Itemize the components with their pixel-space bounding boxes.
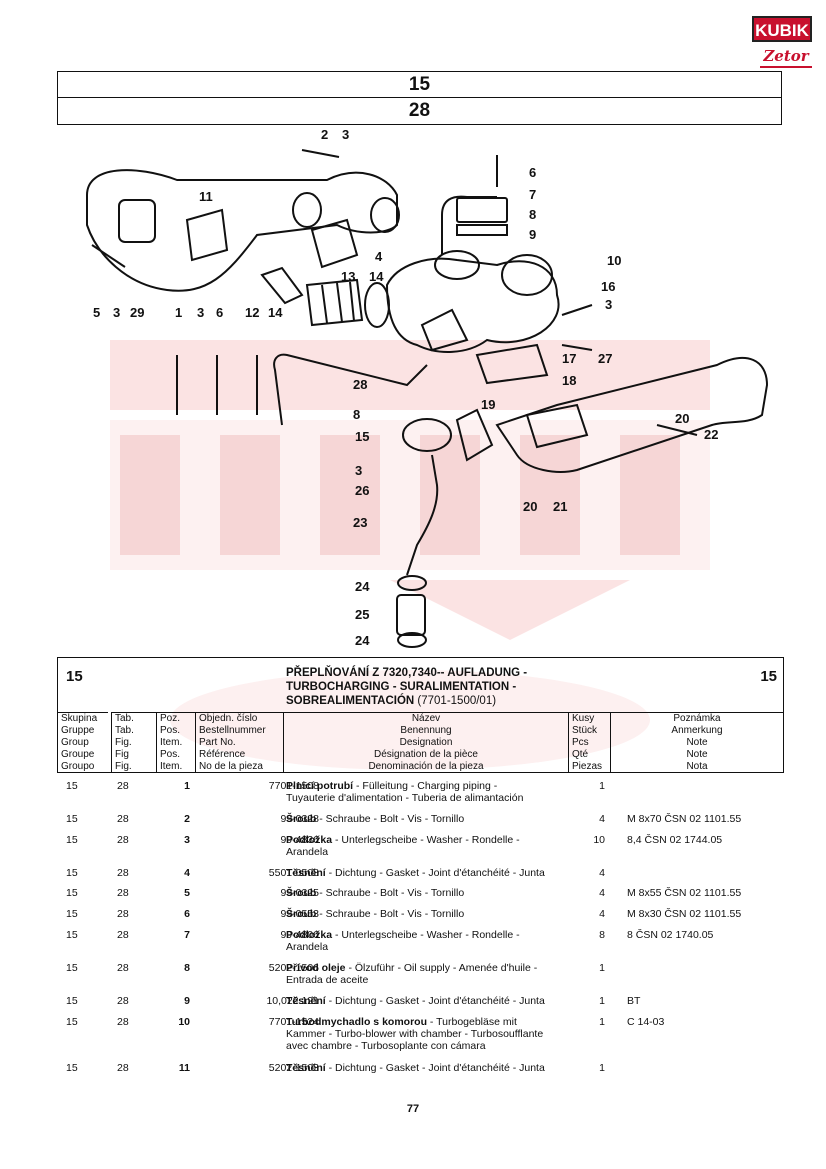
parts-table-header: 15 15 PŘEPLŇOVÁNÍ Z 7320,7340-- AUFLADUN… xyxy=(57,657,784,773)
page-number: 77 xyxy=(406,1103,420,1115)
callout-16: 16 xyxy=(601,279,615,294)
callout-5: 5 xyxy=(93,305,100,320)
callout-7: 7 xyxy=(529,187,536,202)
callout-19: 19 xyxy=(481,397,495,412)
callout-22: 22 xyxy=(704,427,718,442)
callout-9: 9 xyxy=(529,227,536,242)
exploded-parts-diagram: 2 3 6 7 8 9 11 4 10 13 14 16 3 5 3 29 1 … xyxy=(86,127,769,648)
col-poz: Poz.Pos.Item.Pos.Item. xyxy=(156,712,195,772)
callout-4: 4 xyxy=(375,249,383,264)
header-box: 15 28 xyxy=(57,71,782,125)
brand-logo: KUBIK Zetor xyxy=(752,10,814,76)
callout-26: 26 xyxy=(355,483,369,498)
callout-6: 6 xyxy=(529,165,536,180)
callout-24b: 24 xyxy=(355,633,370,648)
callout-17: 17 xyxy=(562,351,576,366)
callout-10: 10 xyxy=(607,253,621,268)
callout-14: 14 xyxy=(369,269,384,284)
callout-15: 15 xyxy=(355,429,369,444)
callout-21: 21 xyxy=(553,499,567,514)
callout-3c: 3 xyxy=(113,305,120,320)
callout-27: 27 xyxy=(598,351,612,366)
callout-3e: 3 xyxy=(355,463,362,478)
callout-28: 28 xyxy=(353,377,367,392)
figure-number: 28 xyxy=(408,100,431,121)
table-group-left: 15 xyxy=(66,668,83,685)
callout-20b: 20 xyxy=(523,499,537,514)
callout-8b: 8 xyxy=(353,407,360,422)
callout-29: 29 xyxy=(130,305,144,320)
callout-14b: 14 xyxy=(268,305,283,320)
callout-1: 1 xyxy=(175,305,182,320)
callout-2: 2 xyxy=(321,127,328,142)
callout-24: 24 xyxy=(355,579,370,594)
table-title: PŘEPLŇOVÁNÍ Z 7320,7340-- AUFLADUNG - TU… xyxy=(286,667,528,707)
logo-zetor: Zetor xyxy=(760,46,812,68)
callout-3: 3 xyxy=(342,127,349,142)
callout-3b: 3 xyxy=(605,297,612,312)
watermark xyxy=(110,340,710,770)
callout-20: 20 xyxy=(675,411,689,426)
callout-6b: 6 xyxy=(216,305,223,320)
group-number: 15 xyxy=(58,72,781,98)
callout-12: 12 xyxy=(245,305,259,320)
table-group-right: 15 xyxy=(760,668,777,685)
callout-3d: 3 xyxy=(197,305,204,320)
callout-18: 18 xyxy=(562,373,576,388)
callout-8: 8 xyxy=(529,207,536,222)
callout-13: 13 xyxy=(341,269,355,284)
callout-23: 23 xyxy=(353,515,367,530)
callout-25: 25 xyxy=(355,607,369,622)
callout-11: 11 xyxy=(199,189,213,204)
logo-kubik: KUBIK xyxy=(752,16,812,42)
